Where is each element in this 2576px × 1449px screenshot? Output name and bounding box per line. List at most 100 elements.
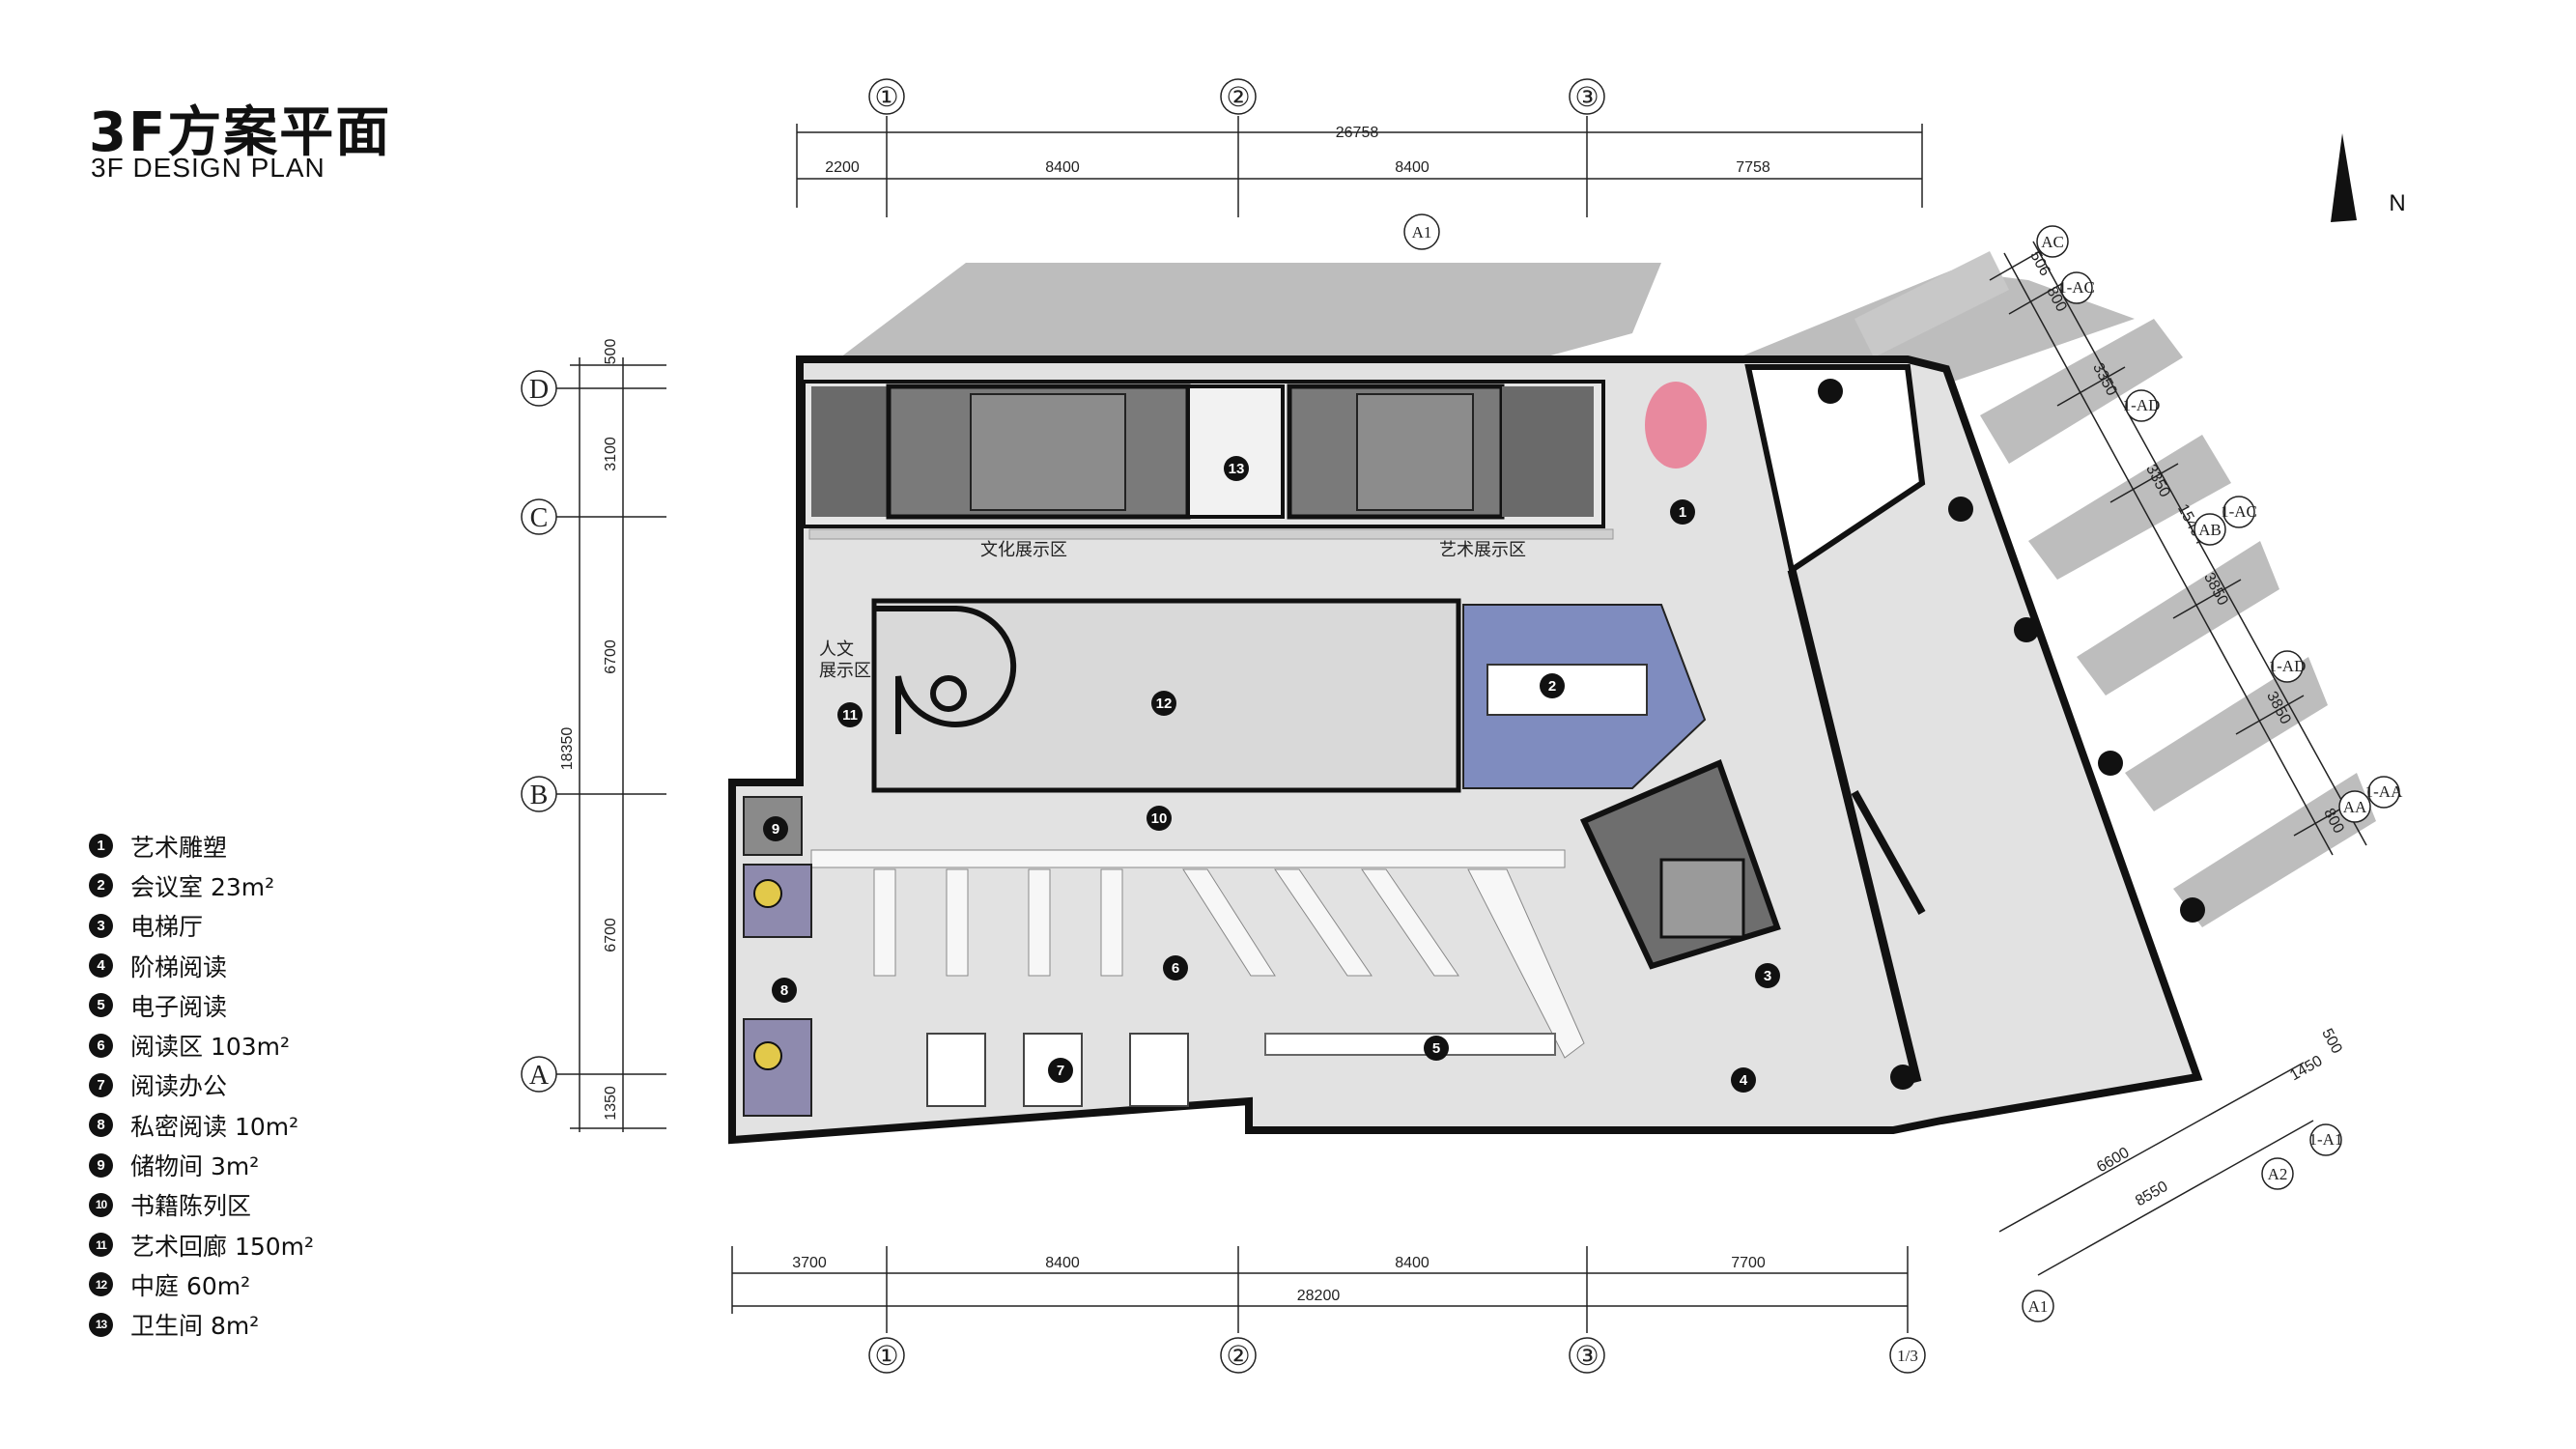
room-badge-number: 3 — [1764, 968, 1771, 984]
bookshelf — [1467, 868, 1585, 1059]
shadow-shape — [2173, 773, 2376, 927]
dimension-left-segment: 6700 — [603, 639, 619, 674]
restroom — [1186, 384, 1285, 519]
dimension-tick — [2172, 579, 2242, 619]
room-badge — [1540, 673, 1565, 698]
legend-number: 12 — [89, 1272, 113, 1297]
room-badge-number: 2 — [1548, 678, 1556, 695]
bookshelf — [946, 868, 969, 977]
axis-label: 1-AA — [2365, 782, 2403, 801]
room-badge-number: 5 — [1432, 1040, 1440, 1057]
axis-label: ② — [1226, 83, 1250, 113]
axis-bubble — [521, 498, 557, 535]
legend-label: 储物间 3m² — [130, 1152, 260, 1181]
axis-label: D — [529, 375, 549, 405]
stair-core-right — [1502, 386, 1594, 517]
zone-label-art: 艺术展示区 — [1439, 540, 1526, 560]
legend-number: 3 — [89, 913, 113, 938]
room-badge-number: 7 — [1057, 1063, 1064, 1079]
axis-label: 1/3 — [1897, 1347, 1918, 1365]
bookshelf — [1361, 868, 1459, 977]
axis-bubble — [2222, 496, 2255, 528]
axis-label: ② — [1226, 1342, 1250, 1372]
elevator-car — [1659, 858, 1745, 939]
spiral-stair — [874, 606, 1017, 734]
room-badge — [1048, 1058, 1073, 1083]
dimension-left-total: 18350 — [559, 727, 576, 771]
bookshelf — [1274, 868, 1373, 977]
dimension-bottom-right: 500 — [2318, 1026, 2345, 1057]
bottom-dimensions — [731, 1246, 1909, 1333]
legend-label: 艺术回廊 150m² — [130, 1232, 315, 1261]
dimension-top-total: 26758 — [1336, 125, 1379, 141]
legend-number: 4 — [89, 953, 113, 979]
axis-bubble — [2271, 650, 2304, 683]
room-badge — [1731, 1067, 1756, 1093]
axis-bubble — [2022, 1290, 2054, 1322]
private-reading-booth — [743, 864, 812, 938]
spiral-center — [930, 675, 967, 712]
axis-label: 1-A1 — [2309, 1130, 2343, 1149]
axis-label: A1 — [1412, 223, 1432, 242]
axis-bubble — [2060, 271, 2093, 304]
legend-item: 9 储物间 3m² — [89, 1145, 314, 1184]
room-badge — [1146, 806, 1172, 831]
top-dimensions — [796, 116, 1923, 217]
room-badge-number: 9 — [772, 821, 779, 838]
axis-bubble — [2367, 776, 2400, 809]
room-badge-number: 10 — [1151, 810, 1168, 827]
legend-number: 10 — [89, 1192, 113, 1217]
north-arrow: N — [2331, 133, 2406, 222]
room-badge — [1755, 963, 1780, 988]
legend-label: 电梯厅 — [130, 913, 204, 942]
axis-bubble — [2036, 225, 2069, 258]
room-badge-number: 13 — [1229, 461, 1245, 477]
dimension-bottom-right: 1450 — [2287, 1053, 2325, 1085]
dimension-left-segment: 3100 — [603, 437, 619, 471]
booth-seat — [753, 879, 782, 908]
legend-number: 9 — [89, 1152, 113, 1178]
axis-bubble — [2309, 1123, 2342, 1156]
axis-label: B — [530, 781, 549, 810]
axis-label: 1-AD — [2123, 396, 2161, 414]
legend-number: 5 — [89, 993, 113, 1018]
bottom-axis-markers: ① ② ③ 1/3 — [868, 1337, 1926, 1374]
room-badge — [1163, 955, 1188, 980]
north-label: N — [2389, 190, 2405, 216]
column — [1948, 497, 1973, 522]
room-badge-number: 1 — [1679, 504, 1686, 521]
dimension-line — [2032, 241, 2367, 846]
bookshelf — [810, 849, 1566, 868]
axis-bubble — [1889, 1337, 1926, 1374]
axis-label: C — [530, 503, 549, 533]
axis-label: ③ — [1574, 1342, 1599, 1372]
axis-label: 1-AC — [2221, 502, 2257, 521]
axis-bubble — [1569, 78, 1605, 115]
building — [728, 355, 2205, 1145]
stair-core-left — [811, 386, 889, 517]
legend-label: 私密阅读 10m² — [130, 1112, 299, 1141]
zone-label-humanities-2: 展示区 — [819, 661, 871, 681]
page-title: 3F方案平面 — [89, 101, 392, 164]
column — [1890, 1065, 1915, 1090]
dimension-left-segment: 1350 — [603, 1086, 619, 1121]
shadow-shape — [1854, 251, 2009, 357]
shadow-shape — [2125, 657, 2328, 811]
bookshelf — [1182, 868, 1276, 977]
axis-bubble — [2194, 513, 2226, 546]
legend-label: 卫生间 8m² — [130, 1312, 260, 1341]
diagonal-wall — [1851, 790, 1926, 915]
bookshelf — [1100, 868, 1123, 977]
dimension-left-segment: 6700 — [603, 918, 619, 952]
right-axis-markers: AC 1-AC 1-AD AB 1-AC 1-AD AA 1-AA A2 1-A… — [2022, 225, 2403, 1322]
room-badge — [1424, 1036, 1449, 1061]
